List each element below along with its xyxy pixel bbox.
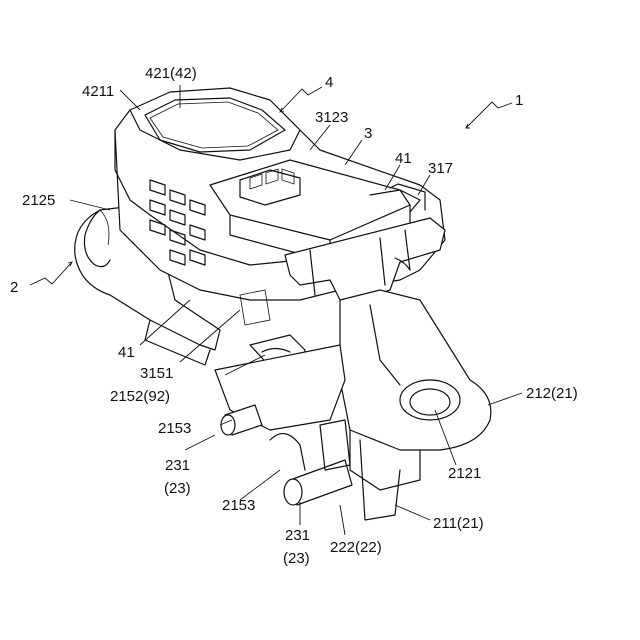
label-2125: 2125 bbox=[22, 192, 55, 209]
label-3151: 3151 bbox=[140, 365, 173, 382]
label-41-top: 41 bbox=[395, 150, 412, 167]
mounting-block bbox=[340, 290, 491, 520]
label-1: 1 bbox=[515, 92, 523, 109]
label-2: 2 bbox=[10, 279, 18, 296]
label-231-left: 231 bbox=[165, 457, 190, 474]
label-222-22: 222(22) bbox=[330, 539, 382, 556]
label-2121: 2121 bbox=[448, 465, 481, 482]
label-41-bottom: 41 bbox=[118, 344, 135, 361]
label-23-left: (23) bbox=[164, 480, 191, 497]
label-231-right: 231 bbox=[285, 527, 310, 544]
label-2153-lower: 2153 bbox=[222, 497, 255, 514]
label-2153-upper: 2153 bbox=[158, 420, 191, 437]
label-3: 3 bbox=[364, 125, 372, 142]
label-4: 4 bbox=[325, 74, 333, 91]
label-317: 317 bbox=[428, 160, 453, 177]
label-4211: 4211 bbox=[82, 83, 114, 100]
label-211-21: 211(21) bbox=[433, 515, 484, 532]
lower-tab bbox=[215, 290, 345, 430]
label-23-right: (23) bbox=[283, 550, 310, 567]
label-2152-92: 2152(92) bbox=[110, 388, 170, 405]
label-421-42: 421(42) bbox=[145, 65, 197, 82]
label-212-21: 212(21) bbox=[526, 385, 578, 402]
label-3123: 3123 bbox=[315, 109, 348, 126]
